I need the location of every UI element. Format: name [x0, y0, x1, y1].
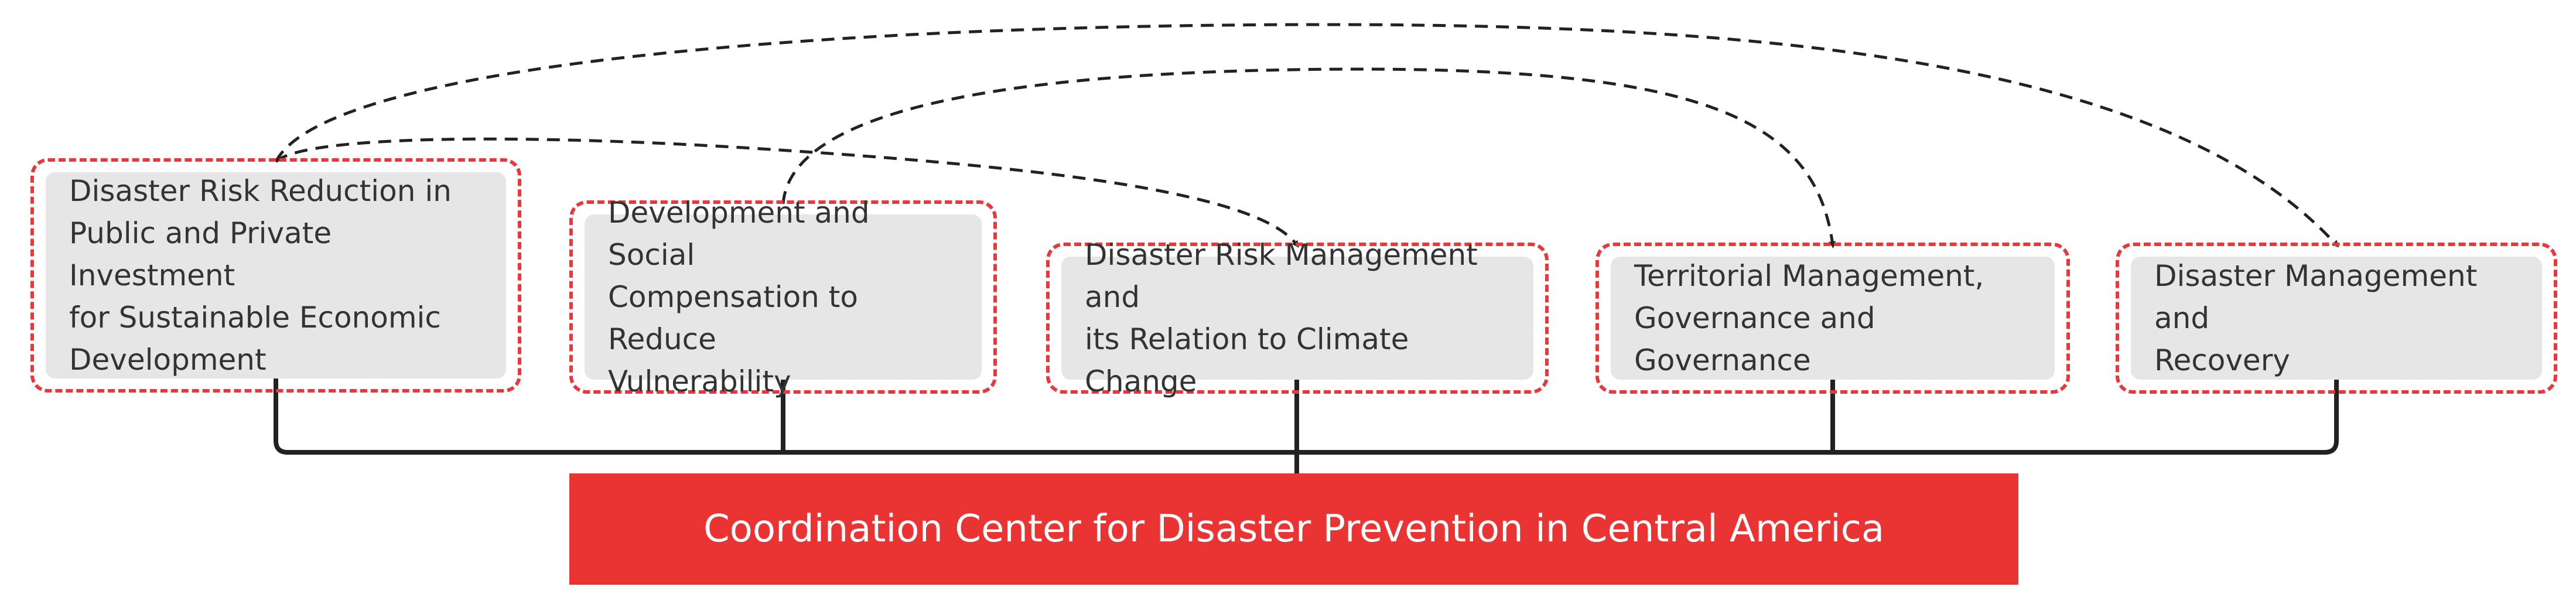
pillar-1-label: Disaster Risk Reduction in Public and Pr… — [69, 174, 452, 377]
connector-pillar-1 — [274, 378, 783, 455]
pillar-3-label: Disaster Risk Management and its Relatio… — [1085, 238, 1478, 398]
organization-title: Coordination Center for Disaster Prevent… — [703, 507, 1885, 551]
connector-pillar-2 — [781, 378, 1297, 455]
pillar-1-inner: Disaster Risk Reduction in Public and Pr… — [46, 172, 506, 378]
pillar-5-box: Disaster Management and Recovery — [2116, 243, 2557, 394]
cross-links — [274, 23, 2339, 248]
organization-box: Coordination Center for Disaster Prevent… — [569, 473, 2018, 585]
connector-pillar-5 — [1833, 378, 2339, 455]
cross-link-1-to-3 — [275, 137, 1299, 248]
pillar-4-box: Territorial Management, Governance and G… — [1596, 243, 2070, 394]
pillar-3-box: Disaster Risk Management and its Relatio… — [1046, 238, 1549, 398]
pillar-2-inner: Development and Social Compensation to R… — [585, 196, 982, 398]
pillar-3-inner: Disaster Risk Management and its Relatio… — [1061, 238, 1533, 398]
cross-link-2-to-4 — [781, 67, 1836, 248]
pillar-5-inner: Disaster Management and Recovery — [2131, 257, 2542, 380]
pillar-4-inner: Territorial Management, Governance and G… — [1611, 257, 2055, 380]
hierarchy-connectors — [274, 378, 2339, 473]
pillar-5-label: Disaster Management and Recovery — [2154, 259, 2478, 377]
pillar-2-label: Development and Social Compensation to R… — [608, 196, 870, 398]
pillar-1-box: Disaster Risk Reduction in Public and Pr… — [30, 158, 521, 393]
pillar-4-label: Territorial Management, Governance and G… — [1634, 259, 1984, 377]
pillar-2-box: Development and Social Compensation to R… — [569, 196, 997, 398]
